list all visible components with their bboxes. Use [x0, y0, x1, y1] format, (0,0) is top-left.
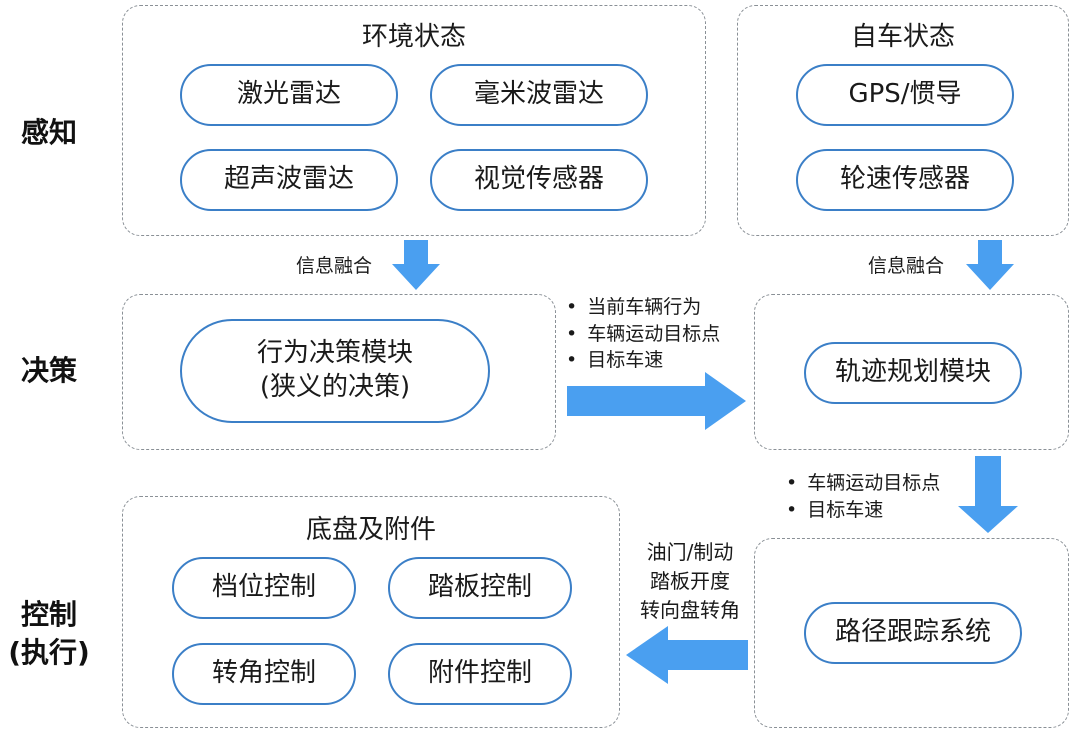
steering-angle-control-node: 转角控制 — [172, 643, 356, 705]
trajectory-planning-node: 轨迹规划模块 — [804, 342, 1022, 404]
behavior-output-item: 当前车辆行为 — [566, 294, 720, 321]
tracking-to-chassis-arrow — [626, 626, 748, 684]
row-label-decision: 决策 — [20, 354, 77, 387]
behavior-decision-node: 行为决策模块 (狭义的决策) — [180, 319, 490, 423]
path-tracking-group — [754, 538, 1069, 728]
behavior-decision-line1: 行为决策模块 — [256, 338, 413, 369]
ego-state-title: 自车状态 — [850, 22, 955, 52]
trajectory-planning-group — [754, 294, 1069, 450]
chassis-accessories-title: 底盘及附件 — [305, 515, 436, 545]
trajectory-outputs-list: 车辆运动目标点 目标车速 — [786, 470, 940, 523]
tracking-outputs-label: 油门/制动 踏板开度 转向盘转角 — [630, 538, 750, 625]
behavior-decision-group — [122, 294, 556, 450]
row-label-control: 控制 (执行) — [4, 596, 94, 672]
fusion-label-right: 信息融合 — [868, 255, 945, 277]
behavior-outputs-list: 当前车辆行为 车辆运动目标点 目标车速 — [566, 294, 720, 374]
trajectory-output-item: 目标车速 — [786, 497, 940, 524]
lidar-node: 激光雷达 — [180, 64, 398, 126]
trajectory-to-tracking-arrow — [958, 456, 1018, 533]
chassis-accessories-group: 底盘及附件 — [122, 496, 620, 728]
fusion-right-arrow — [966, 240, 1014, 290]
row-label-control-line1: 控制 — [20, 598, 77, 631]
env-state-title: 环境状态 — [361, 22, 466, 52]
tracking-output-line: 油门/制动 — [646, 540, 734, 564]
behavior-output-item: 车辆运动目标点 — [566, 321, 720, 348]
behavior-to-trajectory-arrow — [567, 372, 746, 430]
ultrasonic-radar-node: 超声波雷达 — [180, 149, 398, 211]
pedal-control-node: 踏板控制 — [388, 557, 572, 619]
wheel-speed-sensor-node: 轮速传感器 — [796, 149, 1014, 211]
tracking-output-line: 踏板开度 — [650, 569, 730, 593]
mmwave-radar-node: 毫米波雷达 — [430, 64, 648, 126]
env-state-group: 环境状态 — [122, 5, 706, 236]
row-label-perception: 感知 — [20, 116, 77, 149]
behavior-decision-line2: (狭义的决策) — [259, 372, 411, 402]
path-tracking-node: 路径跟踪系统 — [804, 602, 1022, 664]
gear-control-node: 档位控制 — [172, 557, 356, 619]
vision-sensor-node: 视觉传感器 — [430, 149, 648, 211]
gps-ins-node: GPS/惯导 — [796, 64, 1014, 126]
trajectory-output-item: 车辆运动目标点 — [786, 470, 940, 497]
fusion-left-arrow — [392, 240, 440, 290]
behavior-output-item: 目标车速 — [566, 347, 720, 374]
accessory-control-node: 附件控制 — [388, 643, 572, 705]
fusion-label-left: 信息融合 — [296, 255, 373, 277]
ego-state-group: 自车状态 — [737, 5, 1069, 236]
tracking-output-line: 转向盘转角 — [640, 598, 740, 622]
row-label-control-line2: (执行) — [8, 635, 90, 669]
